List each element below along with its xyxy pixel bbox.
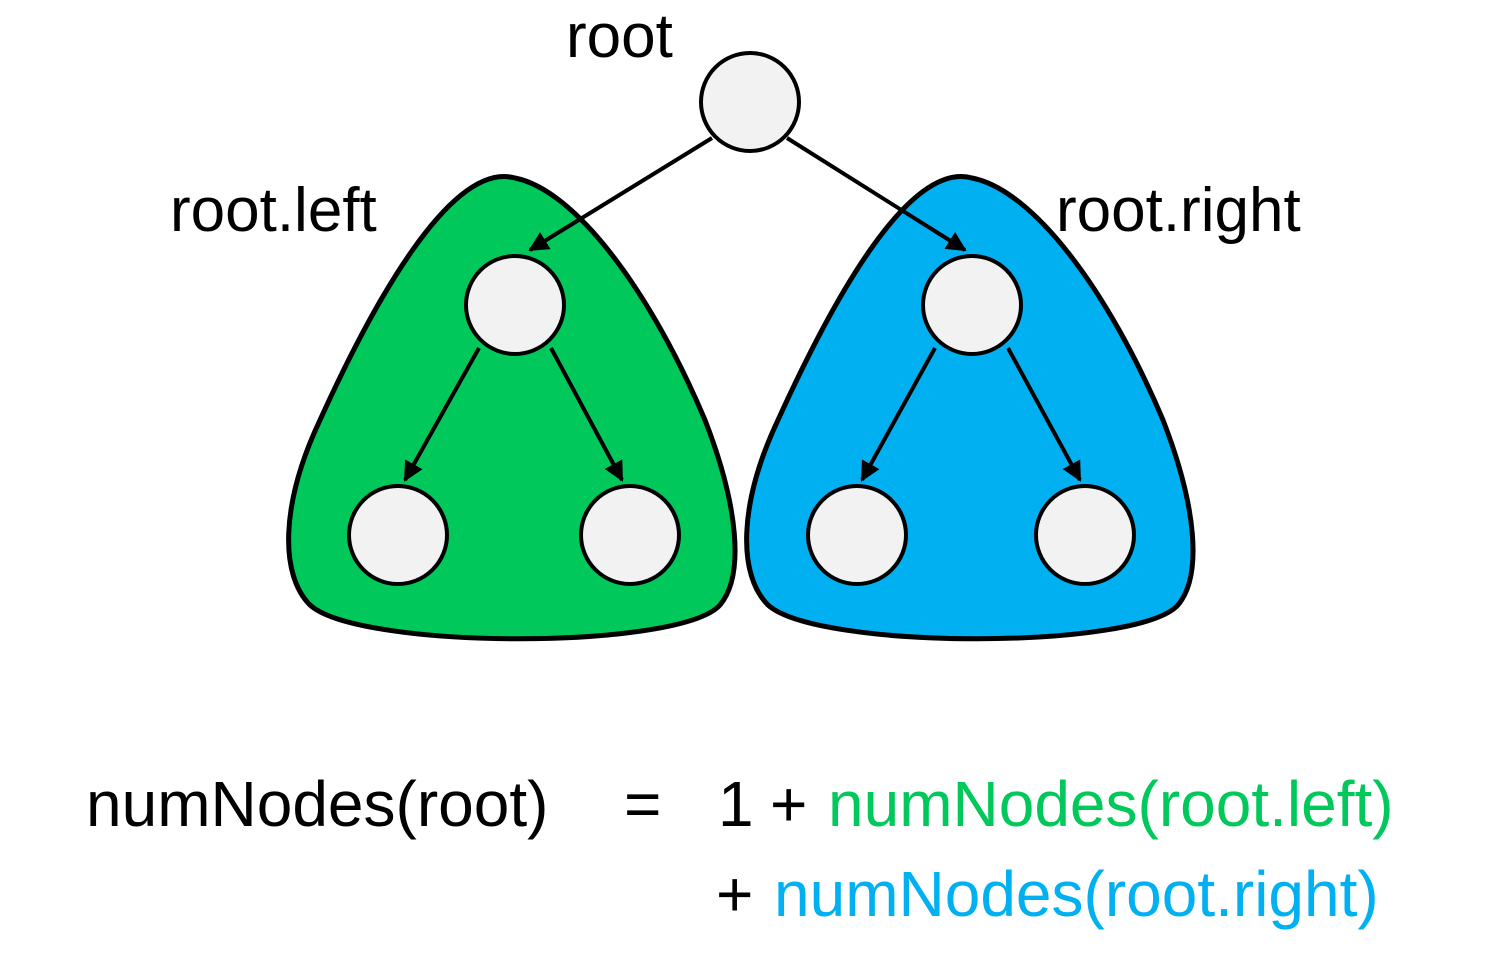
node-root — [699, 51, 801, 153]
left-subtree-region — [286, 174, 738, 642]
equation-one: 1 — [718, 768, 754, 840]
equation-lhs: numNodes(root) — [86, 768, 549, 840]
node-left-left — [347, 484, 449, 586]
node-left — [464, 254, 566, 356]
node-right-right — [1034, 484, 1136, 586]
edge-left-to-leftright — [549, 347, 624, 482]
equation-plus-2: + — [716, 858, 754, 930]
edge-left-to-leftleft — [403, 347, 481, 482]
edge-root-to-left — [528, 136, 714, 252]
equation-equals: = — [624, 768, 662, 840]
node-left-right — [579, 484, 681, 586]
edge-root-to-right — [785, 136, 967, 252]
label-root-left: root.left — [170, 176, 377, 245]
label-root: root — [566, 2, 673, 71]
equation-left-call: numNodes(root.left) — [828, 768, 1394, 840]
edge-right-to-rightright — [1006, 347, 1082, 482]
node-right-left — [806, 484, 908, 586]
label-root-right: root.right — [1056, 176, 1301, 245]
equation-plus-1: + — [770, 768, 808, 840]
equation-right-call: numNodes(root.right) — [774, 858, 1379, 930]
right-subtree-region — [744, 174, 1196, 642]
edge-right-to-rightleft — [860, 347, 937, 482]
node-right — [921, 254, 1023, 356]
